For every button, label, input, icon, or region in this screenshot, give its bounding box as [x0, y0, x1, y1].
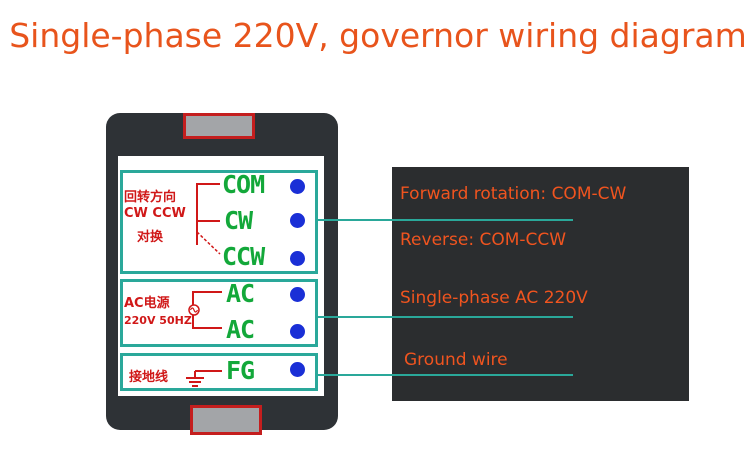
- note-reverse-rotation: Reverse: COM-CCW: [400, 230, 567, 250]
- terminal-ccw: CCW: [222, 242, 265, 271]
- power-label-line-2: 220V 50HZ: [124, 314, 192, 327]
- direction-label-line-1: 回转方向: [124, 190, 177, 205]
- direction-label-line-3: 对换: [137, 230, 164, 245]
- terminal-dot-ccw: [290, 251, 305, 266]
- terminal-ac-1: AC: [226, 279, 255, 308]
- direction-group: [120, 170, 318, 274]
- terminal-dot-fg: [290, 362, 305, 377]
- terminal-dot-ac-1: [290, 287, 305, 302]
- info-panel: [392, 167, 689, 401]
- terminal-dot-com: [290, 179, 305, 194]
- note-ground-wire: Ground wire: [404, 350, 508, 370]
- terminal-dot-ac-2: [290, 324, 305, 339]
- terminal-cw: CW: [224, 206, 253, 235]
- direction-label-line-2: CW CCW: [124, 206, 186, 221]
- power-group: [120, 279, 318, 347]
- terminal-fg: FG: [226, 356, 255, 385]
- terminal-ac-2: AC: [226, 315, 255, 344]
- terminal-dot-cw: [290, 213, 305, 228]
- mounting-tab-top: [183, 113, 255, 139]
- mounting-tab-bottom: [190, 405, 262, 435]
- page-title: Single-phase 220V, governor wiring diagr…: [9, 16, 747, 55]
- connector-line-direction: [318, 219, 573, 221]
- note-power-supply: Single-phase AC 220V: [400, 288, 588, 308]
- power-label-line-1: AC电源: [124, 296, 170, 311]
- ground-label: 接地线: [129, 370, 169, 385]
- terminal-panel: [118, 156, 324, 396]
- note-forward-rotation: Forward rotation: COM-CW: [400, 184, 627, 204]
- connector-line-power: [318, 316, 573, 318]
- connector-line-ground: [318, 374, 573, 376]
- terminal-com: COM: [222, 170, 265, 199]
- ground-group: [120, 353, 318, 391]
